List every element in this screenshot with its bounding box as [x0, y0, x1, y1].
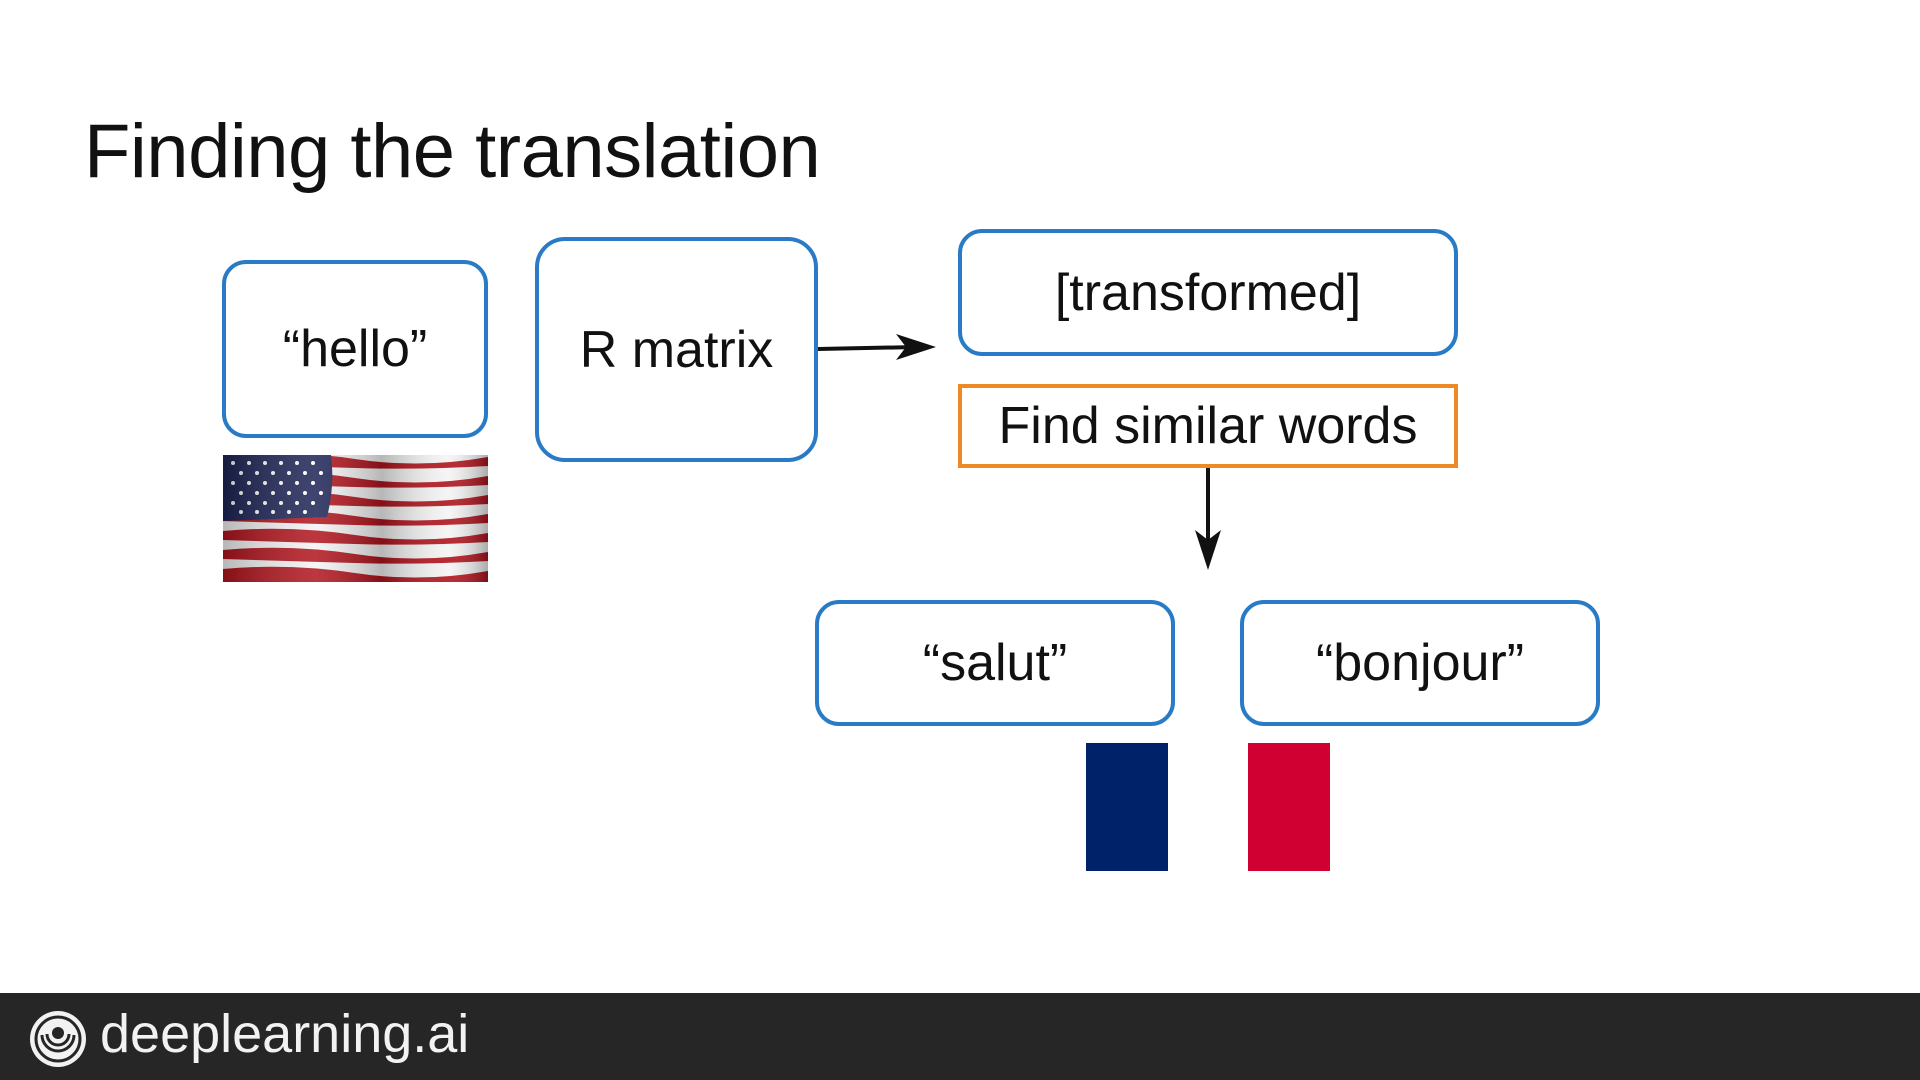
- french-flag-blue-icon: [1086, 743, 1168, 871]
- french-flag-red-icon: [1248, 743, 1330, 871]
- arrow-right-icon: [817, 334, 936, 360]
- page-title: Finding the translation: [84, 109, 821, 194]
- brand-name: deeplearning.ai: [100, 1004, 470, 1064]
- result-word-box-1: “salut”: [815, 600, 1175, 726]
- deeplearning-logo-icon: [30, 1011, 86, 1067]
- arrow-down-icon: [1195, 468, 1221, 570]
- transformed-box: [transformed]: [958, 229, 1458, 356]
- us-flag-icon: [223, 455, 488, 582]
- source-word-label: “hello”: [282, 320, 428, 378]
- result-word-box-2: “bonjour”: [1240, 600, 1600, 726]
- find-similar-words-box: Find similar words: [958, 384, 1458, 468]
- r-matrix-box: R matrix: [535, 237, 818, 462]
- result-word-label-2: “bonjour”: [1315, 634, 1525, 692]
- transformed-label: [transformed]: [1054, 263, 1362, 322]
- r-matrix-label: R matrix: [579, 320, 774, 379]
- result-word-label-1: “salut”: [922, 634, 1068, 692]
- footer-bar: deeplearning.ai: [0, 993, 1920, 1080]
- find-similar-words-label: Find similar words: [998, 397, 1418, 455]
- source-word-box: “hello”: [222, 260, 488, 438]
